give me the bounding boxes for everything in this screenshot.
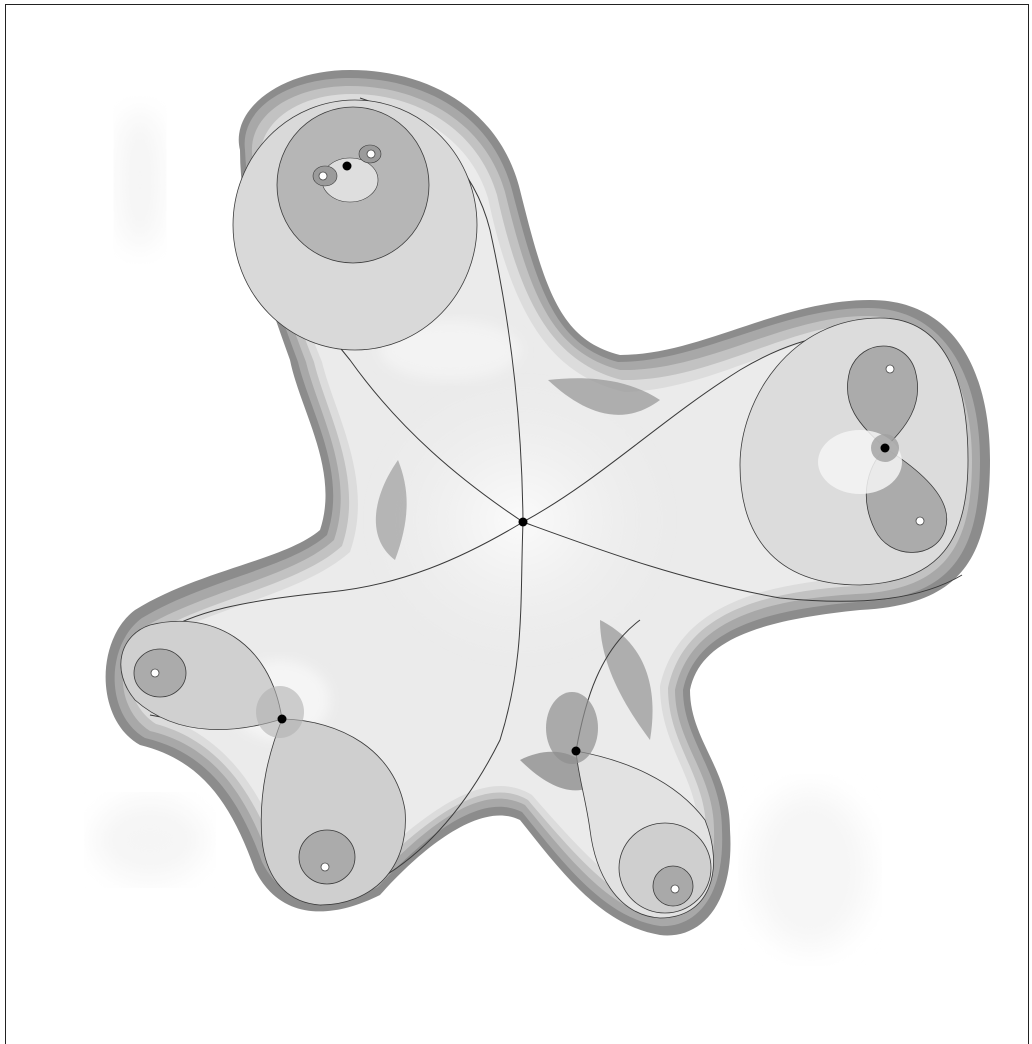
black-point-center	[519, 518, 528, 527]
white-point-bottom-left	[321, 863, 329, 871]
lobe-bottom-lower-left-cell	[299, 830, 355, 884]
hub-bottom-shadow	[546, 692, 598, 764]
white-point-right-top	[886, 365, 894, 373]
ghost-blob-bottom-right	[750, 790, 870, 950]
white-point-right-bottom	[916, 517, 924, 525]
white-point-left	[151, 669, 159, 677]
hub-left-shadow	[256, 686, 304, 738]
ghost-blob-left	[118, 110, 162, 250]
black-point-bottom	[572, 747, 581, 756]
ghost-blob-bottom-left	[95, 800, 205, 880]
black-point-left	[278, 715, 287, 724]
lobe-bottom-left-cell	[134, 649, 186, 697]
white-point-top-left-b	[367, 150, 375, 158]
black-point-right	[881, 444, 890, 453]
white-point-bottom-right	[671, 885, 679, 893]
black-point-top-left	[343, 162, 352, 171]
white-point-top-left-a	[319, 172, 327, 180]
